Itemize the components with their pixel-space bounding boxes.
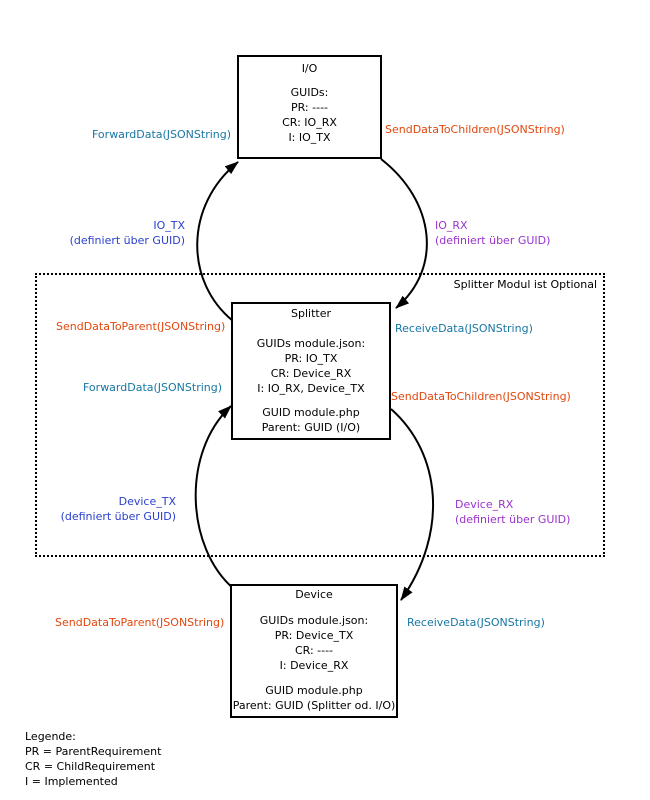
splitter-node-title: Splitter (291, 307, 331, 320)
optional-region-label: Splitter Modul ist Optional (453, 278, 597, 291)
legend: Legende: PR = ParentRequirement CR = Chi… (25, 729, 161, 789)
device-parent-line: Parent: GUID (Splitter od. I/O) (232, 699, 396, 712)
label-io-rx-name: IO_RX (435, 219, 468, 232)
legend-item-i: I = Implemented (25, 775, 118, 788)
label-device-tx-name: Device_TX (118, 495, 176, 508)
arrow-io-to-splitter (380, 158, 428, 309)
label-device-tx-channel: Device_TX (definiert über GUID) (56, 494, 176, 524)
optional-region-box: Splitter Modul ist Optional (35, 273, 605, 557)
label-forward-data-top: ForwardData(JSONString) (92, 128, 232, 141)
label-device-tx-note: (definiert über GUID) (60, 510, 176, 523)
splitter-guids-line: GUIDs module.json: (256, 337, 366, 350)
io-cr-line: CR: IO_RX (282, 116, 337, 129)
splitter-cr-line: CR: Device_RX (270, 367, 352, 380)
arrow-splitter-to-device (390, 408, 435, 601)
legend-title: Legende: (25, 730, 76, 743)
label-device-rx-name: Device_RX (455, 498, 514, 511)
device-guid-php-line: GUID module.php (265, 684, 363, 697)
label-io-tx-note: (definiert über GUID) (69, 234, 185, 247)
label-device-rx-note: (definiert über GUID) (455, 513, 571, 526)
legend-item-pr: PR = ParentRequirement (25, 745, 162, 758)
device-i-line: I: Device_RX (279, 659, 349, 672)
io-pr-line: PR: ---- (290, 101, 329, 114)
label-receive-data-mid: ReceiveData(JSONString) (395, 322, 533, 335)
label-io-tx-name: IO_TX (153, 219, 185, 232)
splitter-i-line: I: IO_RX, Device_TX (257, 382, 365, 395)
splitter-node: Splitter GUIDs module.json: PR: IO_TX CR… (231, 302, 391, 440)
label-io-rx-channel: IO_RX (definiert über GUID) (435, 218, 550, 248)
device-node-title: Device (295, 588, 333, 601)
device-cr-line: CR: ---- (294, 644, 334, 657)
io-node-title: I/O (301, 62, 318, 75)
io-i-line: I: IO_TX (288, 131, 331, 144)
legend-item-cr: CR = ChildRequirement (25, 760, 156, 773)
label-send-data-to-children-mid: SendDataToChildren(JSONString) (391, 390, 571, 403)
label-io-tx-channel: IO_TX (definiert über GUID) (63, 218, 185, 248)
io-node: I/O GUIDs: PR: ---- CR: IO_RX I: IO_TX (237, 55, 382, 159)
label-send-data-to-children-top: SendDataToChildren(JSONString) (385, 123, 565, 136)
label-receive-data-bottom: ReceiveData(JSONString) (407, 616, 545, 629)
device-node: Device GUIDs module.json: PR: Device_TX … (230, 584, 398, 718)
io-guids-line: GUIDs: (290, 86, 329, 99)
arrow-splitter-to-io (196, 161, 239, 322)
label-device-rx-channel: Device_RX (definiert über GUID) (455, 497, 570, 527)
label-forward-data-mid: ForwardData(JSONString) (83, 381, 223, 394)
label-send-data-to-parent-bottom: SendDataToParent(JSONString) (55, 616, 225, 629)
label-io-rx-note: (definiert über GUID) (435, 234, 551, 247)
splitter-parent-line: Parent: GUID (I/O) (261, 421, 361, 434)
label-send-data-to-parent-mid: SendDataToParent(JSONString) (56, 320, 226, 333)
device-guids-line: GUIDs module.json: (259, 614, 369, 627)
splitter-pr-line: PR: IO_TX (284, 352, 338, 365)
splitter-guid-php-line: GUID module.php (262, 406, 360, 419)
arrow-device-to-splitter (194, 405, 235, 590)
device-pr-line: PR: Device_TX (274, 629, 354, 642)
